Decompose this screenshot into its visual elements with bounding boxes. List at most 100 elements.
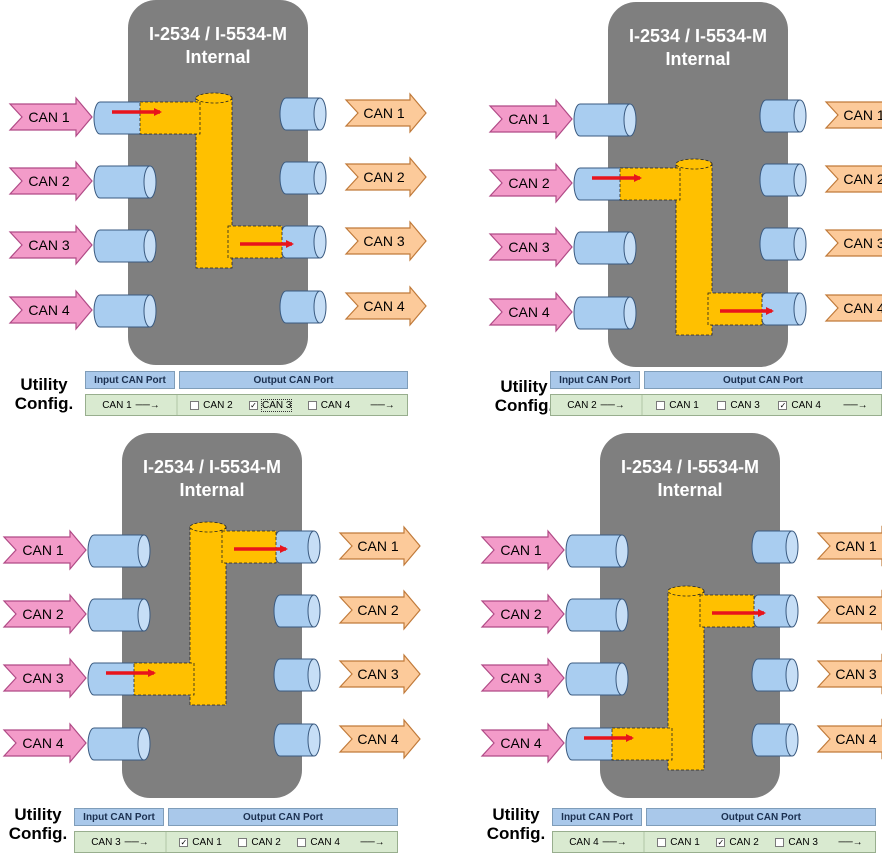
internal-bus bbox=[676, 164, 712, 335]
output-port-2-cap bbox=[308, 595, 320, 627]
checkbox[interactable]: ✓ bbox=[716, 838, 725, 847]
output-option-can3[interactable]: ✓CAN 3 bbox=[249, 400, 291, 411]
input-can3-label: CAN 3 bbox=[500, 670, 541, 686]
output-option-can2[interactable]: CAN 2 bbox=[190, 400, 232, 411]
config-row: CAN 4──→ CAN 1 ✓ CAN 2 CAN 3 ──→ bbox=[552, 831, 876, 853]
output-port-1-cap bbox=[786, 531, 798, 563]
bus-top-cap bbox=[190, 522, 226, 532]
output-can2-label: CAN 2 bbox=[835, 602, 876, 618]
bus-top-cap bbox=[668, 586, 704, 596]
input-port-4 bbox=[94, 295, 150, 327]
input-port-3 bbox=[566, 663, 622, 695]
input-can4-label: CAN 4 bbox=[500, 735, 541, 751]
route-arrow-icon: ──→ bbox=[601, 400, 625, 411]
output-can3-label: CAN 3 bbox=[843, 235, 882, 251]
output-option-can4[interactable]: CAN 4 bbox=[308, 400, 350, 411]
input-port-1-cap bbox=[138, 535, 150, 567]
output-option-can4[interactable]: ✓ CAN 4 bbox=[778, 400, 820, 411]
input-can1-label: CAN 1 bbox=[28, 109, 69, 125]
input-port-3 bbox=[94, 230, 150, 262]
output-port-4-cap bbox=[308, 724, 320, 756]
output-can4-label: CAN 4 bbox=[357, 731, 398, 747]
checkbox[interactable]: ✓ bbox=[778, 401, 787, 410]
device-title: I-2534 / I-5534-M bbox=[149, 24, 287, 44]
panel-4: I-2534 / I-5534-MInternalCAN 1CAN 2CAN 3… bbox=[482, 433, 882, 798]
output-port-3-cap bbox=[308, 659, 320, 691]
checkbox[interactable] bbox=[190, 401, 199, 410]
input-port-select[interactable]: CAN 3──→ bbox=[75, 832, 167, 852]
output-option-can4[interactable]: CAN 4 bbox=[297, 837, 339, 848]
input-port-select[interactable]: CAN 1──→ bbox=[86, 395, 178, 415]
input-port-4-cap bbox=[138, 728, 150, 760]
input-can4-label: CAN 4 bbox=[22, 735, 63, 751]
input-can2-label: CAN 2 bbox=[508, 175, 549, 191]
output-option-can1[interactable]: CAN 1 bbox=[657, 837, 699, 848]
checkbox[interactable]: ✓ bbox=[249, 401, 258, 410]
utility-config-label: UtilityConfig. bbox=[8, 375, 80, 413]
output-port-1-cap bbox=[314, 98, 326, 130]
output-option-label: CAN 1 bbox=[669, 400, 698, 411]
route-arrow-icon: ──→ bbox=[371, 400, 395, 411]
config-row: CAN 2──→ CAN 1 CAN 3 ✓ CAN 4 ──→ bbox=[550, 394, 882, 416]
input-port-1 bbox=[574, 104, 630, 136]
output-option-can3[interactable]: CAN 3 bbox=[775, 837, 817, 848]
output-port-options: CAN 2 ✓CAN 3 CAN 4 ──→ bbox=[178, 395, 407, 415]
checkbox[interactable] bbox=[717, 401, 726, 410]
route-arrow-icon: ──→ bbox=[603, 837, 627, 848]
input-can4-label: CAN 4 bbox=[28, 302, 69, 318]
output-option-label: CAN 4 bbox=[321, 400, 350, 411]
checkbox[interactable] bbox=[238, 838, 247, 847]
output-can-port-header: Output CAN Port bbox=[179, 371, 408, 389]
input-can-port-header: Input CAN Port bbox=[74, 808, 164, 826]
output-option-can3[interactable]: CAN 3 bbox=[717, 400, 759, 411]
bus-top-cap bbox=[196, 93, 232, 103]
checkbox[interactable]: ✓ bbox=[179, 838, 188, 847]
output-can-port-header: Output CAN Port bbox=[168, 808, 398, 826]
output-port-options: CAN 1CAN 3✓CAN 4──→ bbox=[643, 395, 881, 415]
input-port-3-cap bbox=[624, 232, 636, 264]
output-option-label: CAN 3 bbox=[788, 837, 817, 848]
output-port-4-cap bbox=[314, 291, 326, 323]
checkbox[interactable] bbox=[297, 838, 306, 847]
checkbox[interactable] bbox=[657, 838, 666, 847]
panel-1: I-2534 / I-5534-M InternalCAN 1 CAN 2 CAN 3… bbox=[10, 0, 426, 365]
device-title: I-2534 / I-5534-M bbox=[629, 26, 767, 46]
output-port-options: CAN 1✓CAN 2CAN 3──→ bbox=[645, 832, 875, 852]
output-port-3-cap bbox=[314, 226, 326, 258]
output-branch bbox=[228, 226, 282, 258]
checkbox[interactable] bbox=[656, 401, 665, 410]
input-port-value: CAN 3 bbox=[91, 837, 120, 848]
utility-label-line2: Config. bbox=[480, 824, 552, 843]
device-subtitle: Internal bbox=[185, 47, 250, 67]
checkbox[interactable] bbox=[775, 838, 784, 847]
output-option-label: CAN 2 bbox=[203, 400, 232, 411]
output-option-label: CAN 2 bbox=[729, 837, 758, 848]
device-title: I-2534 / I-5534-M bbox=[621, 457, 759, 477]
output-can4-label: CAN 4 bbox=[843, 300, 882, 316]
input-can-port-header: Input CAN Port bbox=[550, 371, 640, 389]
utility-label-line1: Utility bbox=[8, 375, 80, 394]
output-option-can1[interactable]: ✓CAN 1 bbox=[179, 837, 221, 848]
input-port-select[interactable]: CAN 4──→ bbox=[553, 832, 645, 852]
output-can3-label: CAN 3 bbox=[363, 233, 404, 249]
checkbox[interactable] bbox=[308, 401, 317, 410]
input-port-select[interactable]: CAN 2──→ bbox=[551, 395, 643, 415]
output-option-can1[interactable]: CAN 1 bbox=[656, 400, 698, 411]
input-can2-label: CAN 2 bbox=[22, 606, 63, 622]
output-option-label: CAN 1 bbox=[670, 837, 699, 848]
device-title: I-2534 / I-5534-M bbox=[143, 457, 281, 477]
output-option-can2[interactable]: CAN 2 bbox=[238, 837, 280, 848]
output-option-can2[interactable]: ✓ CAN 2 bbox=[716, 837, 758, 848]
output-can2-label: CAN 2 bbox=[363, 169, 404, 185]
internal-bus bbox=[196, 98, 232, 268]
utility-label-line2: Config. bbox=[8, 394, 80, 413]
device-subtitle: Internal bbox=[657, 480, 722, 500]
output-port-options: ✓CAN 1CAN 2CAN 4──→ bbox=[167, 832, 397, 852]
input-can2-label: CAN 2 bbox=[28, 173, 69, 189]
output-option-label: CAN 4 bbox=[791, 400, 820, 411]
output-can1-label: CAN 1 bbox=[363, 105, 404, 121]
input-port-4 bbox=[88, 728, 144, 760]
input-can1-label: CAN 1 bbox=[508, 111, 549, 127]
